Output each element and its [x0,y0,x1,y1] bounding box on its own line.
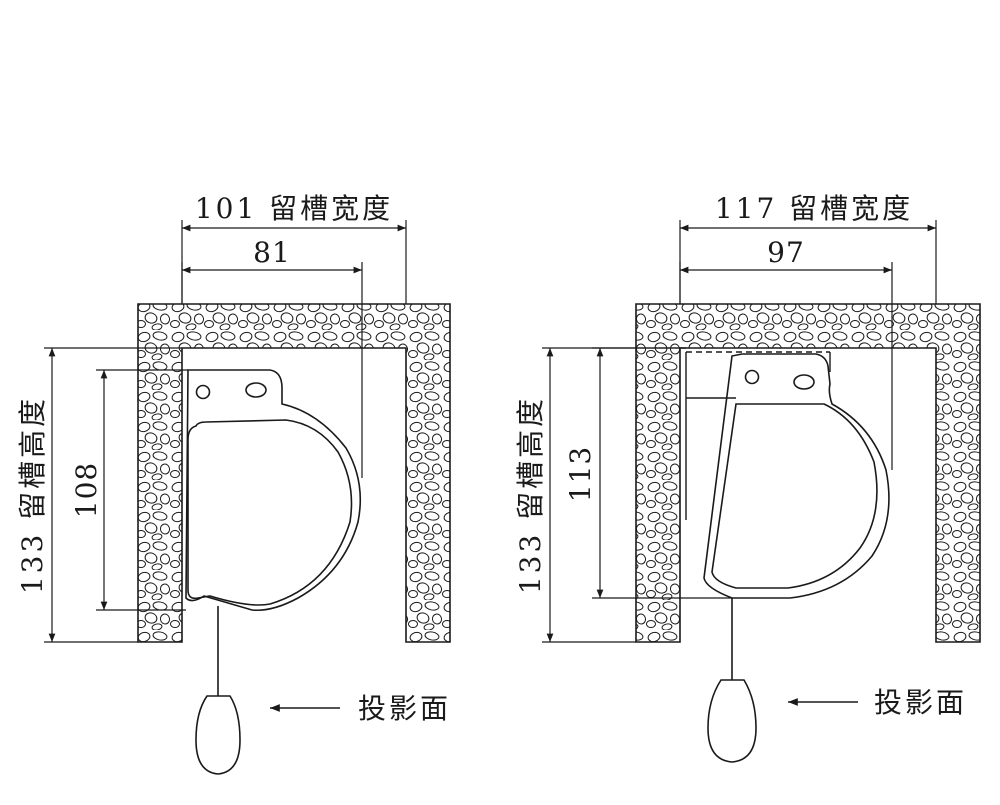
roller-housing [185,369,362,612]
pull-cord [195,606,241,775]
mount-hole-large [245,382,267,398]
inner-width-dimension [181,262,363,478]
slot-width-label: 117 留槽宽度 [715,192,913,225]
slot-height-label: 133 留槽高度 [16,396,49,594]
inner-width-label: 81 [253,236,291,269]
pull-weight [707,679,757,763]
roller-housing [703,353,890,599]
slot-height-dimension [44,347,182,643]
slot-width-dimension [181,220,407,304]
inner-width-label: 97 [767,236,805,269]
wall-slot [635,303,981,643]
slot-width-label: 101 留槽宽度 [195,192,393,225]
diagram-left: 101 留槽宽度 81 133 留槽高度 108 投影面 [16,192,451,775]
slot-height-label: 133 留槽高度 [514,396,547,594]
mount-hole-large [793,374,815,390]
inner-height-dimension [96,369,188,611]
mount-hole-small [744,369,760,385]
pull-weight [195,695,241,775]
projection-label: 投影面 [358,692,451,725]
diagram-right: 117 留槽宽度 97 133 留槽高度 113 投影面 [514,192,981,763]
pull-cord [707,598,757,763]
inner-width-dimension [679,262,893,470]
inner-height-dimension [592,347,732,599]
wall-slot [137,303,451,643]
inner-height-label: 108 [70,462,103,518]
projection-label: 投影面 [874,686,967,719]
mounting-bracket [685,351,831,520]
inner-height-label: 113 [564,446,597,502]
mount-hole-small [195,384,211,400]
slot-width-dimension [679,220,937,304]
